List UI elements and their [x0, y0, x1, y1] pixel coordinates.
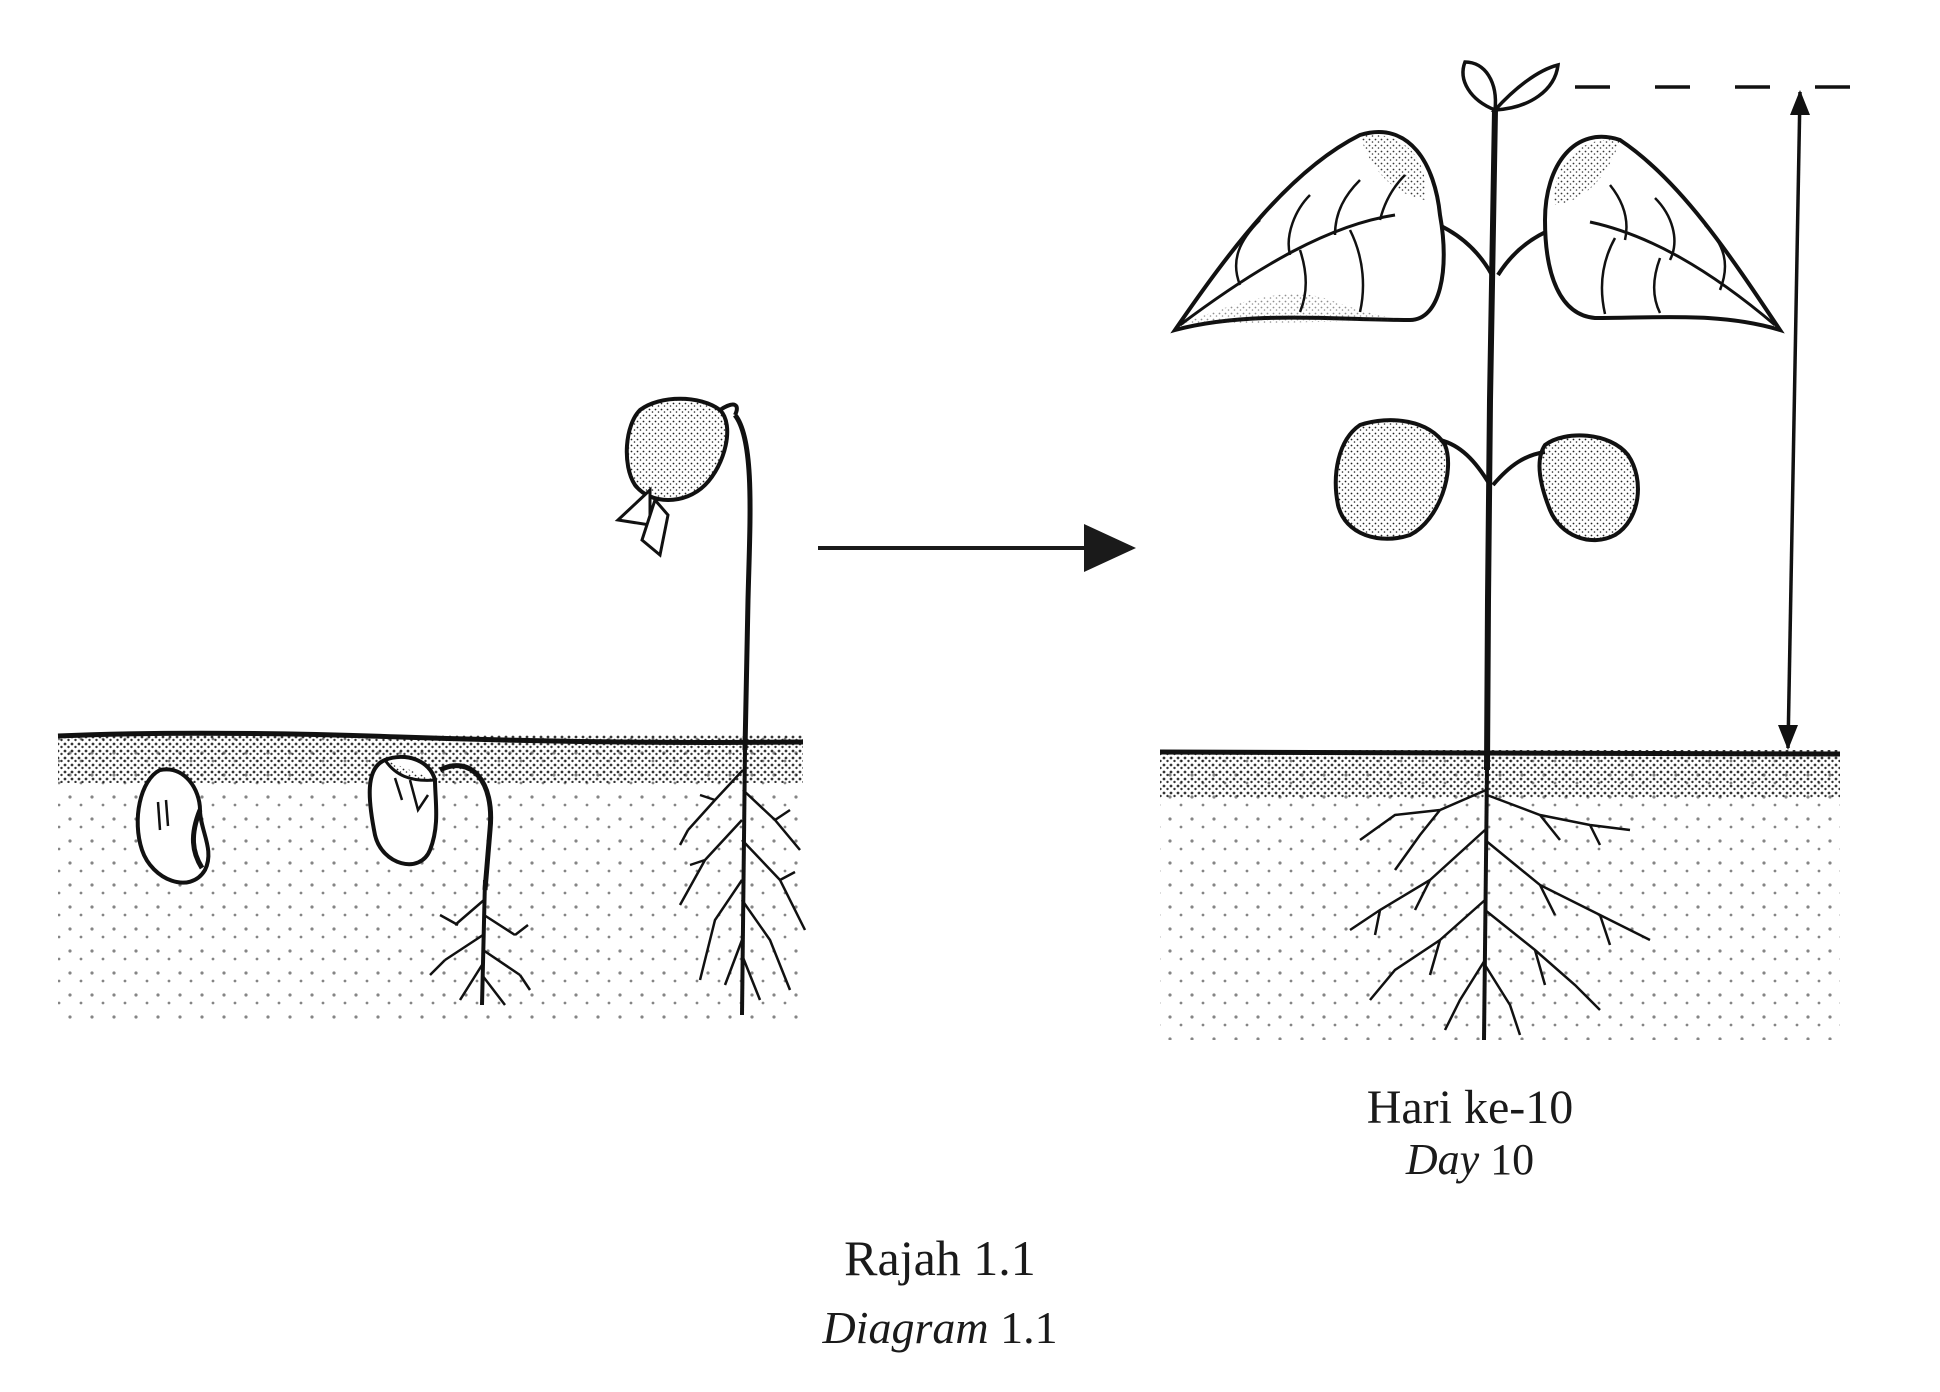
right-soil — [1159, 749, 1841, 1040]
bean-seed-icon — [135, 767, 211, 885]
day-caption-english-italic: Day — [1405, 1135, 1480, 1185]
seedling-icon — [614, 396, 807, 1016]
day-caption-english-number: 10 — [1490, 1135, 1535, 1185]
diagram-caption-english-italic: Diagram — [822, 1301, 989, 1353]
day-caption-english: Day 10 — [1270, 1135, 1670, 1186]
diagram-caption-english: Diagram 1.1 — [740, 1302, 1140, 1355]
day-caption: Hari ke-10 Day 10 — [1270, 1080, 1670, 1186]
diagram-caption-english-number: 1.1 — [1000, 1301, 1058, 1353]
germinating-seed-icon — [367, 754, 532, 1006]
day-caption-malay: Hari ke-10 — [1366, 1081, 1574, 1134]
diagram-caption-malay: Rajah 1.1 — [844, 1230, 1036, 1286]
diagram-caption: Rajah 1.1 Diagram 1.1 — [740, 1230, 1140, 1354]
plant-icon — [1170, 60, 1785, 1041]
height-measurement-marker — [1575, 85, 1850, 750]
